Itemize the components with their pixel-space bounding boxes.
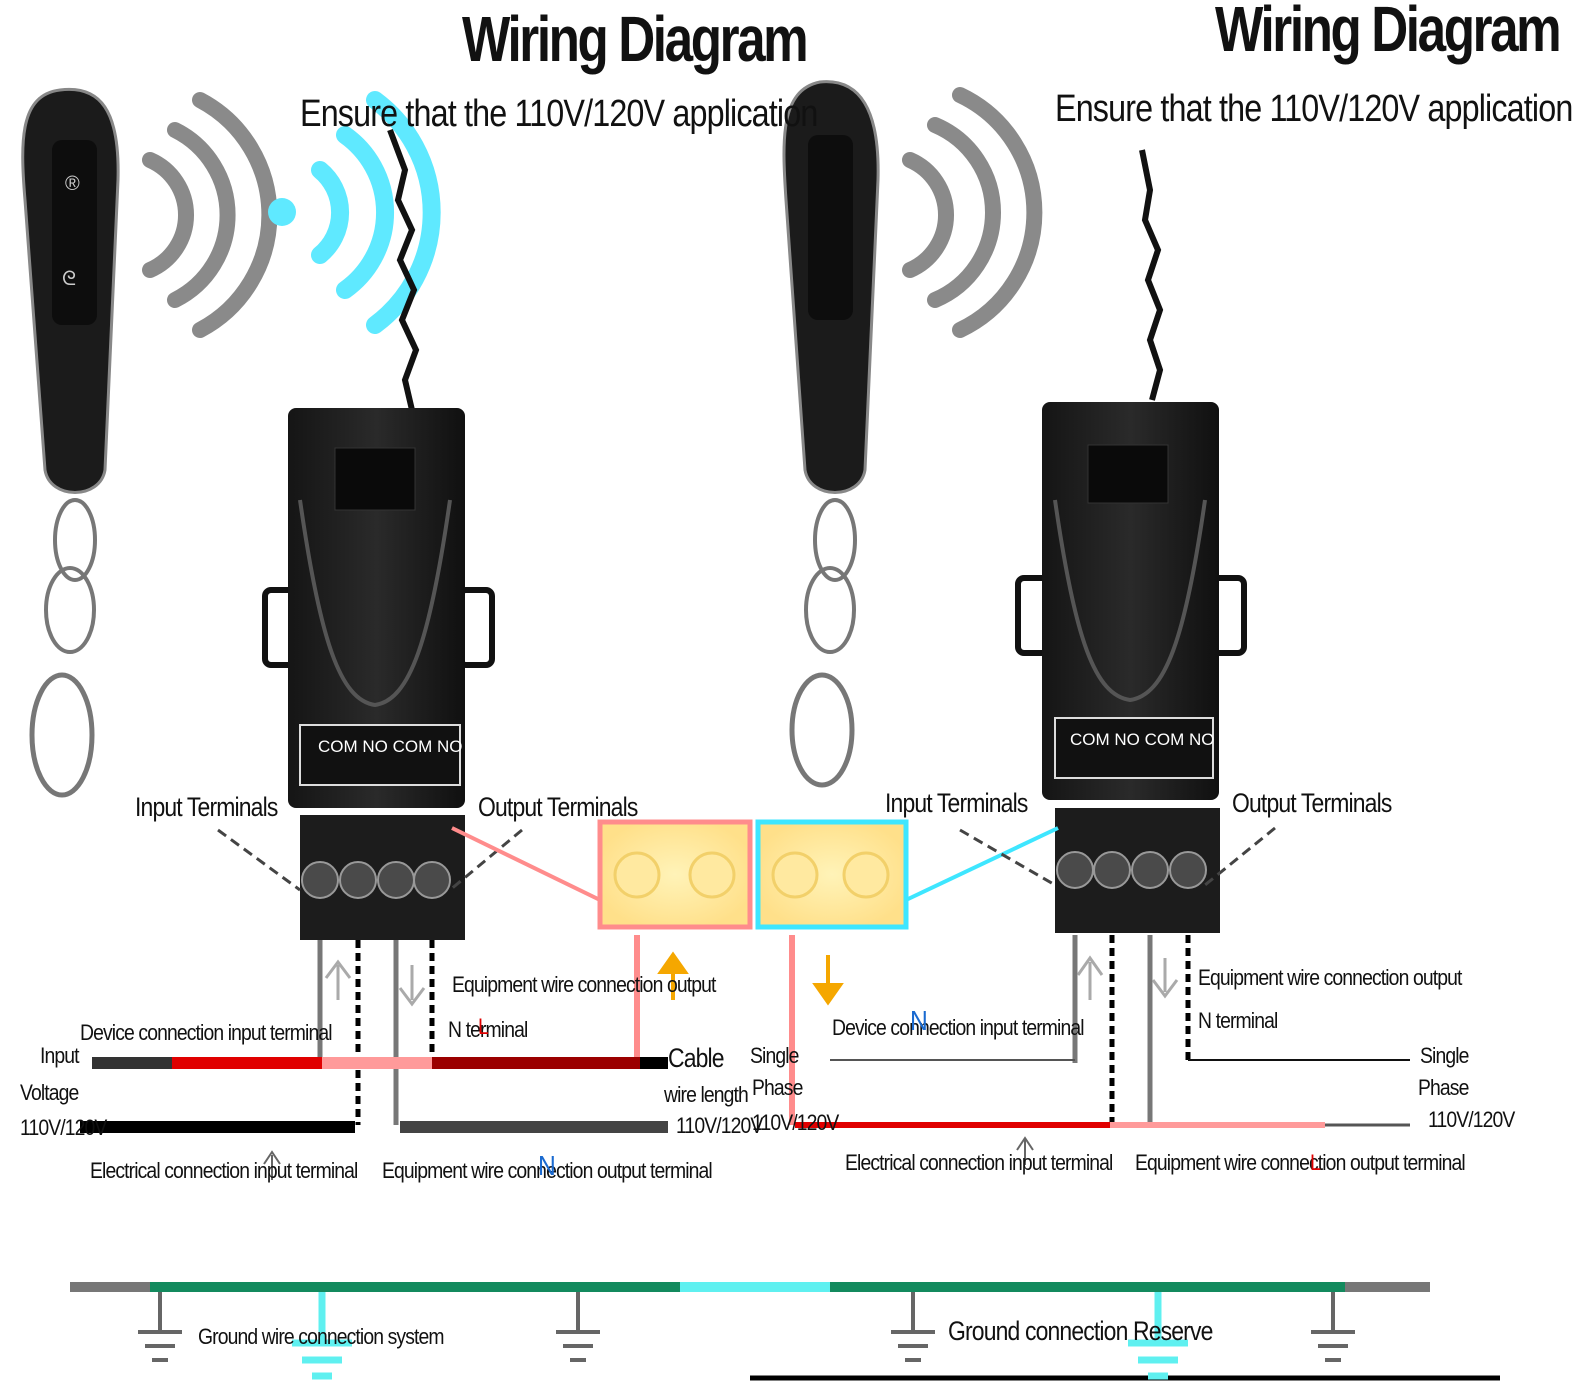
left-input-voltage-2: Voltage: [20, 1080, 79, 1105]
relay-module-icon: COM NO COM NO: [262, 408, 495, 940]
left-subtitle: Ensure that the 110V/120V application: [300, 93, 818, 135]
left-device-text: Device connection input terminal: [80, 1020, 333, 1045]
right-input-terminal-label: Input Terminals: [885, 788, 1028, 818]
left-equipment-text: Equipment wire connection output: [452, 972, 716, 997]
right-ground-text: Ground connection Reserve: [948, 1316, 1213, 1346]
right-l-mark: L: [1310, 1150, 1321, 1175]
right-device-text: Device connection input terminal: [832, 1015, 1085, 1040]
center-single-phase-2: Phase: [752, 1075, 803, 1100]
left-l-mark: L: [478, 1014, 489, 1039]
remote-fob-icon: ® ᘓ: [21, 87, 120, 798]
left-input-voltage-1: Input: [40, 1043, 80, 1068]
right-bottom-right-text: Equipment wire connection output termina…: [1135, 1150, 1466, 1175]
left-bottom-right-text: Equipment wire connection output termina…: [382, 1158, 713, 1183]
wiring-diagram: ® ᘓ COM NO COM NO: [21, 80, 1500, 1381]
right-title: Wiring Diagram: [1215, 0, 1562, 65]
wireless-signal-icon: [902, 87, 1043, 338]
right-single-phase-2: Phase: [1418, 1075, 1469, 1100]
cable-label-1: Cable: [668, 1043, 725, 1073]
arrow-down-icon: [398, 958, 1179, 1007]
screw-terminal-icon: [1056, 851, 1207, 889]
left-output-terminal-label: Output Terminals: [478, 792, 638, 822]
left-ground-text: Ground wire connection system: [198, 1324, 445, 1349]
arrow-up-icon: [657, 951, 689, 1000]
wireless-signal-icon: [268, 91, 441, 334]
relay-module-icon: COM NO COM NO: [1015, 402, 1247, 933]
svg-text:ᘓ: ᘓ: [62, 268, 76, 290]
right-n-terminal: N terminal: [1198, 1008, 1278, 1033]
left-input-terminal-label: Input Terminals: [135, 792, 278, 822]
right-equipment-text: Equipment wire connection output: [1198, 965, 1462, 990]
right-single-phase-1: Single: [1420, 1043, 1469, 1068]
center-single-phase-1: Single: [750, 1043, 799, 1068]
connector-highlight: [597, 819, 909, 930]
left-title: Wiring Diagram: [462, 3, 809, 75]
arrow-down-icon: [812, 955, 844, 1006]
wireless-signal-icon: [142, 92, 278, 338]
cable-label-3: 110V/120V: [676, 1113, 763, 1138]
right-n-mark: N: [910, 1005, 928, 1036]
cable-label-2: wire length: [664, 1082, 749, 1107]
antenna: [1139, 149, 1164, 401]
left-n-terminal: N terminal: [448, 1017, 528, 1042]
antenna: [387, 128, 420, 411]
right-single-phase-3: 110V/120V: [1428, 1107, 1515, 1132]
center-single-phase-3: 110V/120V: [752, 1110, 839, 1135]
left-n-mark: N: [538, 1150, 556, 1181]
right-output-terminal-label: Output Terminals: [1232, 788, 1392, 818]
arrow-up-icon: [324, 955, 1104, 1000]
left-input-voltage-3: 110V/120V: [20, 1115, 107, 1140]
ground-bus: [70, 1282, 1500, 1381]
screw-terminal-icon: [301, 861, 451, 899]
right-subtitle: Ensure that the 110V/120V application: [1055, 88, 1572, 130]
ground-symbol-icon: [138, 1292, 1355, 1380]
svg-text:®: ®: [65, 173, 80, 195]
left-bottom-left-text: Electrical connection input terminal: [90, 1158, 358, 1183]
right-bottom-left-text: Electrical connection input terminal: [845, 1150, 1113, 1175]
relay-label-left: COM NO COM NO: [318, 737, 463, 756]
relay-label-right: COM NO COM NO: [1070, 730, 1215, 749]
remote-fob-icon: [782, 80, 880, 788]
